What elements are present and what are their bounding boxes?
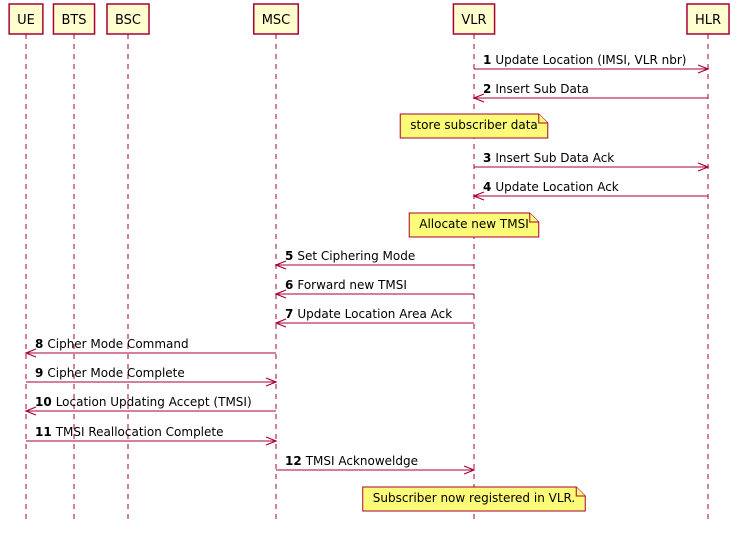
note-box — [399, 113, 549, 139]
note-text: Subscriber now registered in VLR. — [373, 491, 575, 505]
note: Subscriber now registered in VLR. — [362, 486, 586, 512]
message-2: 2 Insert Sub Data — [472, 82, 708, 103]
message-label: Insert Sub Data — [495, 82, 589, 96]
message-number: 6 — [285, 278, 293, 292]
participant-box — [106, 3, 150, 35]
participant-msc: MSC — [252, 3, 300, 35]
arrowhead-icon — [265, 436, 278, 446]
message-label: Insert Sub Data Ack — [495, 151, 614, 165]
arrowhead-icon — [274, 289, 287, 299]
message-3: 3 Insert Sub Data Ack — [474, 151, 710, 172]
participant-hlr: HLR — [686, 3, 730, 35]
participant-vlr: VLR — [452, 3, 496, 35]
participant-label: BSC — [115, 13, 141, 28]
arrowhead-icon — [24, 406, 37, 416]
message-label: Cipher Mode Complete — [47, 366, 184, 380]
note-fold-icon — [538, 114, 548, 124]
lifelines — [25, 34, 709, 524]
participant-bsc: BSC — [106, 3, 150, 35]
participant-label: UE — [17, 13, 35, 28]
arrowhead-icon — [463, 465, 476, 475]
participant-ue: UE — [8, 3, 44, 35]
note-text: Allocate new TMSI — [419, 217, 529, 231]
participant-box — [252, 3, 300, 35]
message-label: Update Location Ack — [495, 180, 618, 194]
message-label: TMSI Acknoweldge — [305, 454, 418, 468]
message-7: 7 Update Location Area Ack — [274, 307, 474, 328]
message-number: 12 — [285, 454, 302, 468]
participant-label: HLR — [695, 13, 721, 28]
message-10: 10 Location Updating Accept (TMSI) — [24, 395, 276, 416]
message-number: 7 — [285, 307, 293, 321]
note: Allocate new TMSI — [408, 212, 540, 238]
arrowhead-icon — [697, 162, 710, 172]
message-number: 10 — [35, 395, 52, 409]
message-number: 5 — [285, 249, 293, 263]
arrowhead-icon — [472, 191, 485, 201]
note-fold-icon — [529, 213, 539, 223]
message-label: Forward new TMSI — [297, 278, 407, 292]
arrowhead-icon — [274, 260, 287, 270]
message-number: 3 — [483, 151, 491, 165]
participant-label: MSC — [262, 13, 291, 28]
arrowhead-icon — [274, 318, 287, 328]
message-label: Update Location Area Ack — [297, 307, 452, 321]
message-number: 2 — [483, 82, 491, 96]
message-number: 9 — [35, 366, 43, 380]
participant-box — [452, 3, 496, 35]
note-fold-icon — [575, 487, 586, 497]
message-6: 6 Forward new TMSI — [274, 278, 474, 299]
message-label: TMSI Reallocation Complete — [55, 425, 224, 439]
participant-label: VLR — [461, 13, 486, 28]
participant-box — [8, 3, 44, 35]
participant-bts: BTS — [52, 3, 96, 35]
arrowhead-icon — [697, 64, 710, 74]
participant-box — [686, 3, 730, 35]
message-number: 4 — [483, 180, 491, 194]
message-number: 8 — [35, 337, 43, 351]
note: store subscriber data — [399, 113, 549, 139]
message-number: 1 — [483, 53, 491, 67]
message-4: 4 Update Location Ack — [472, 180, 708, 201]
note-box — [408, 212, 540, 238]
participants: UE BTS BSC MSC VLR HLR — [8, 3, 730, 35]
message-label: Set Ciphering Mode — [297, 249, 415, 263]
note-box — [362, 486, 586, 512]
message-label: Update Location (IMSI, VLR nbr) — [495, 53, 686, 67]
participant-box — [52, 3, 96, 35]
participant-label: BTS — [61, 13, 86, 28]
message-5: 5 Set Ciphering Mode — [274, 249, 474, 270]
message-label: Cipher Mode Command — [47, 337, 188, 351]
arrowhead-icon — [24, 348, 37, 358]
message-label: Location Updating Accept (TMSI) — [56, 395, 252, 409]
message-number: 11 — [35, 425, 52, 439]
message-1: 1 Update Location (IMSI, VLR nbr) — [474, 53, 710, 74]
message-8: 8 Cipher Mode Command — [24, 337, 276, 358]
message-9: 9 Cipher Mode Complete — [26, 366, 278, 387]
arrowhead-icon — [472, 93, 485, 103]
arrowhead-icon — [265, 377, 278, 387]
note-text: store subscriber data — [410, 118, 538, 132]
